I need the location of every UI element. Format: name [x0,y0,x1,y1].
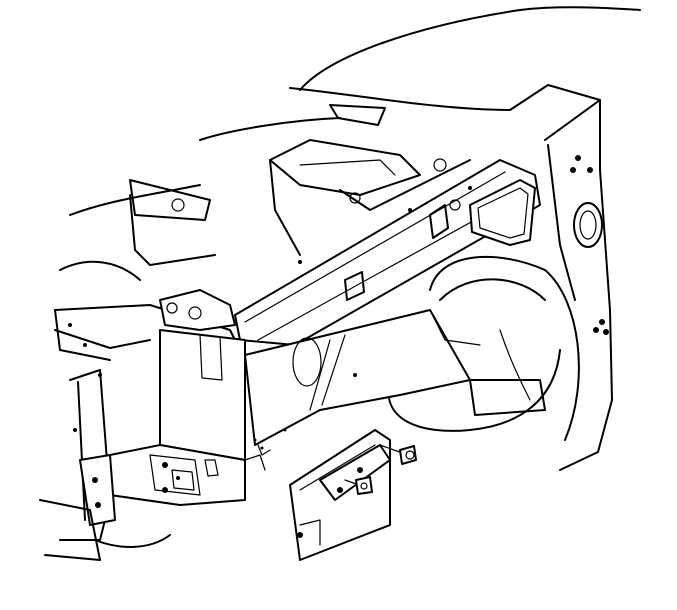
bolt-fasteners [344,444,417,495]
left-background-body [59,117,341,281]
inner-fender-apron [244,309,481,446]
misc-detail-lines [204,428,287,477]
reinforcement-bracket-part [289,429,391,561]
radiator-support [54,289,236,361]
left-lower-rail [39,369,171,561]
main-frame-rail [234,159,541,346]
wheelhouse-window [469,179,536,246]
body-side-panel [544,99,613,471]
wheel-well [387,255,580,441]
hood-outline [289,6,641,126]
upper-rail-and-strut-tower [269,139,471,256]
lower-frame-bracket [109,329,246,506]
